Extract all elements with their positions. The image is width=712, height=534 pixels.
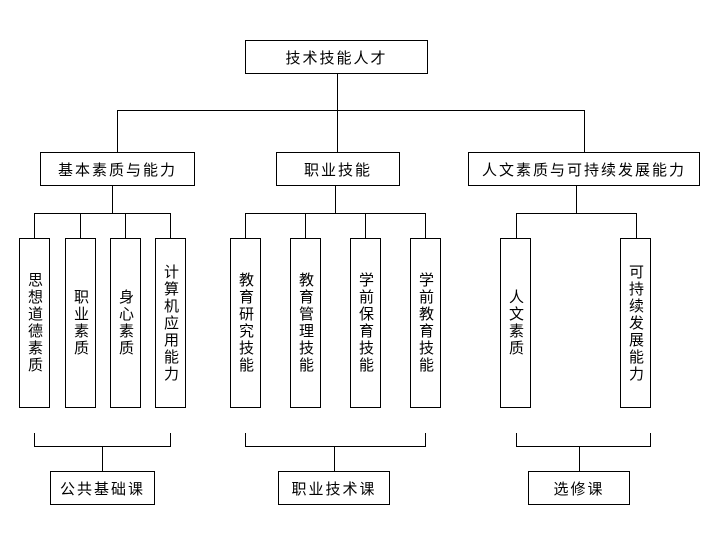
node-humanistic-quality: 人文素质 [500, 238, 531, 408]
connector-line [584, 110, 585, 152]
connector-line [650, 433, 651, 446]
connector-line [636, 213, 637, 238]
node-computer-application-ability: 计算机应用能力 [155, 238, 186, 408]
node-label: 教育研究技能 [237, 272, 254, 374]
connector-line [516, 213, 517, 238]
connector-line [125, 213, 126, 238]
node-label: 公共基础课 [59, 480, 145, 498]
node-humanistic-sustainable-ability: 人文素质与可持续发展能力 [468, 152, 700, 186]
connector-line [170, 213, 171, 238]
connector-line [425, 213, 426, 238]
connector-line [365, 213, 366, 238]
node-label: 职业技能 [303, 161, 372, 179]
connector-line [34, 433, 35, 446]
node-label: 学前保育技能 [357, 272, 374, 374]
connector-line [34, 213, 35, 238]
connector-line [245, 213, 246, 238]
node-sustainable-development-ability: 可持续发展能力 [620, 238, 651, 408]
node-professional-quality: 职业素质 [65, 238, 96, 408]
connector-line [245, 433, 246, 446]
connector-line [117, 110, 585, 111]
node-label: 人文素质与可持续发展能力 [481, 161, 686, 179]
node-label: 基本素质与能力 [57, 161, 177, 179]
connector-line [576, 186, 577, 213]
connector-line [516, 213, 637, 214]
connector-line [334, 446, 335, 471]
node-physical-mental-quality: 身心素质 [110, 238, 141, 408]
node-label: 教育管理技能 [297, 272, 314, 374]
node-education-research-skills: 教育研究技能 [230, 238, 261, 408]
node-preschool-education-skills: 学前教育技能 [410, 238, 441, 408]
connector-line [516, 446, 651, 447]
connector-line [305, 213, 306, 238]
node-vocational-technical-course: 职业技术课 [278, 471, 390, 505]
node-elective-course: 选修课 [528, 471, 630, 505]
node-label: 人文素质 [507, 289, 524, 357]
node-label: 思想道德素质 [26, 272, 43, 374]
node-label: 学前教育技能 [417, 272, 434, 374]
node-label: 选修课 [553, 480, 605, 498]
node-technical-skilled-talent: 技术技能人才 [245, 40, 428, 74]
node-label: 身心素质 [117, 289, 134, 357]
node-label: 可持续发展能力 [627, 263, 644, 383]
connector-line [425, 433, 426, 446]
connector-line [335, 186, 336, 213]
node-basic-quality-ability: 基本素质与能力 [40, 152, 195, 186]
connector-line [516, 433, 517, 446]
connector-line [170, 433, 171, 446]
connector-line [112, 186, 113, 213]
connector-line [245, 446, 426, 447]
node-education-management-skills: 教育管理技能 [290, 238, 321, 408]
node-label: 计算机应用能力 [162, 263, 179, 383]
node-preschool-childcare-skills: 学前保育技能 [350, 238, 381, 408]
node-label: 职业技术课 [291, 480, 377, 498]
node-label: 技术技能人才 [285, 49, 388, 67]
node-vocational-skills: 职业技能 [276, 152, 400, 186]
connector-line [337, 74, 338, 152]
connector-line [245, 213, 426, 214]
node-label: 职业素质 [72, 289, 89, 357]
connector-line [102, 446, 103, 471]
connector-line [80, 213, 81, 238]
node-public-basic-course: 公共基础课 [50, 471, 155, 505]
connector-line [34, 213, 171, 214]
connector-line [117, 110, 118, 152]
connector-line [579, 446, 580, 471]
node-ideological-moral-quality: 思想道德素质 [19, 238, 50, 408]
